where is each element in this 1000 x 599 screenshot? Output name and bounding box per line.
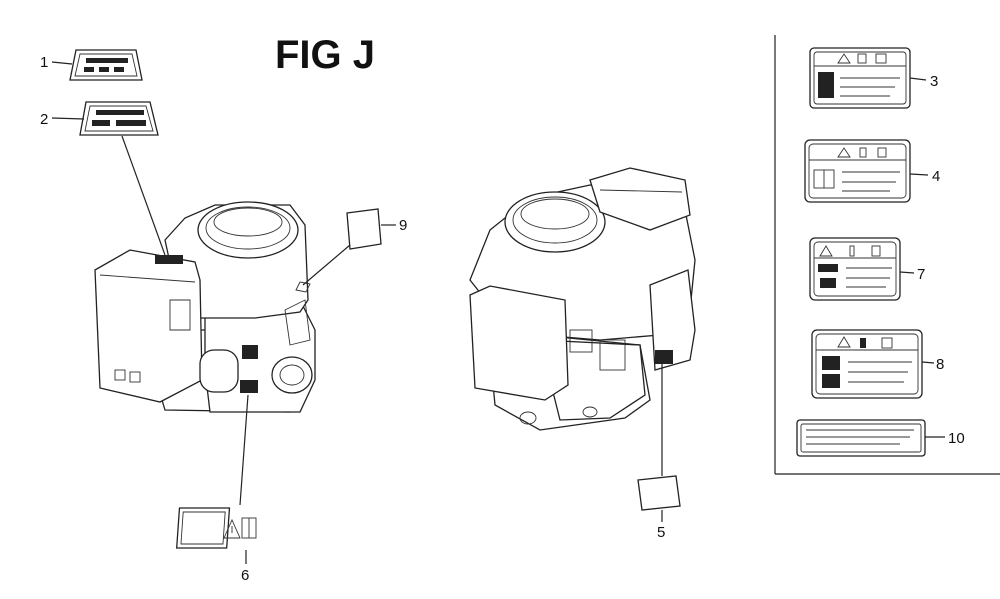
callout-4: 4 — [932, 168, 940, 185]
label-panel-frame — [774, 35, 1000, 475]
decal-item-7[interactable] — [809, 237, 915, 301]
callout-5: 5 — [657, 524, 665, 541]
callout-1: 1 — [40, 54, 48, 71]
engine-right — [469, 167, 696, 431]
manual-book-icon — [241, 517, 257, 539]
warning-triangle-icon — [837, 147, 851, 158]
decal-item-2[interactable] — [51, 101, 159, 136]
warning-triangle-icon — [819, 245, 833, 257]
leader-item-6 — [239, 394, 249, 506]
decal-item-6[interactable] — [175, 507, 257, 549]
leader-item-9b — [302, 244, 351, 286]
decal-item-3[interactable] — [809, 47, 927, 109]
callout-9: 9 — [399, 217, 407, 234]
callout-3: 3 — [930, 73, 938, 90]
manual-book-icon — [813, 169, 835, 189]
decal-item-9[interactable] — [346, 208, 382, 250]
warning-triangle-icon — [837, 53, 851, 64]
decal-item-4[interactable] — [804, 139, 929, 203]
callout-8: 8 — [936, 356, 944, 373]
warning-triangle-icon — [837, 336, 851, 348]
callout-2: 2 — [40, 111, 48, 128]
leader-item-2 — [121, 135, 166, 256]
honda-nameplate-icon — [84, 58, 128, 72]
decal-item-10[interactable] — [796, 419, 945, 457]
warning-triangle-icon — [223, 518, 241, 539]
decal-item-5[interactable] — [637, 475, 681, 511]
engine-left — [94, 201, 316, 413]
callout-6: 6 — [241, 567, 249, 584]
decal-item-8[interactable] — [811, 329, 935, 399]
callout-7: 7 — [917, 266, 925, 283]
decal-item-1[interactable] — [51, 49, 143, 81]
callout-10: 10 — [948, 430, 965, 447]
honda-nameplate-icon — [92, 110, 146, 126]
figure-title: FIG J — [275, 33, 375, 77]
